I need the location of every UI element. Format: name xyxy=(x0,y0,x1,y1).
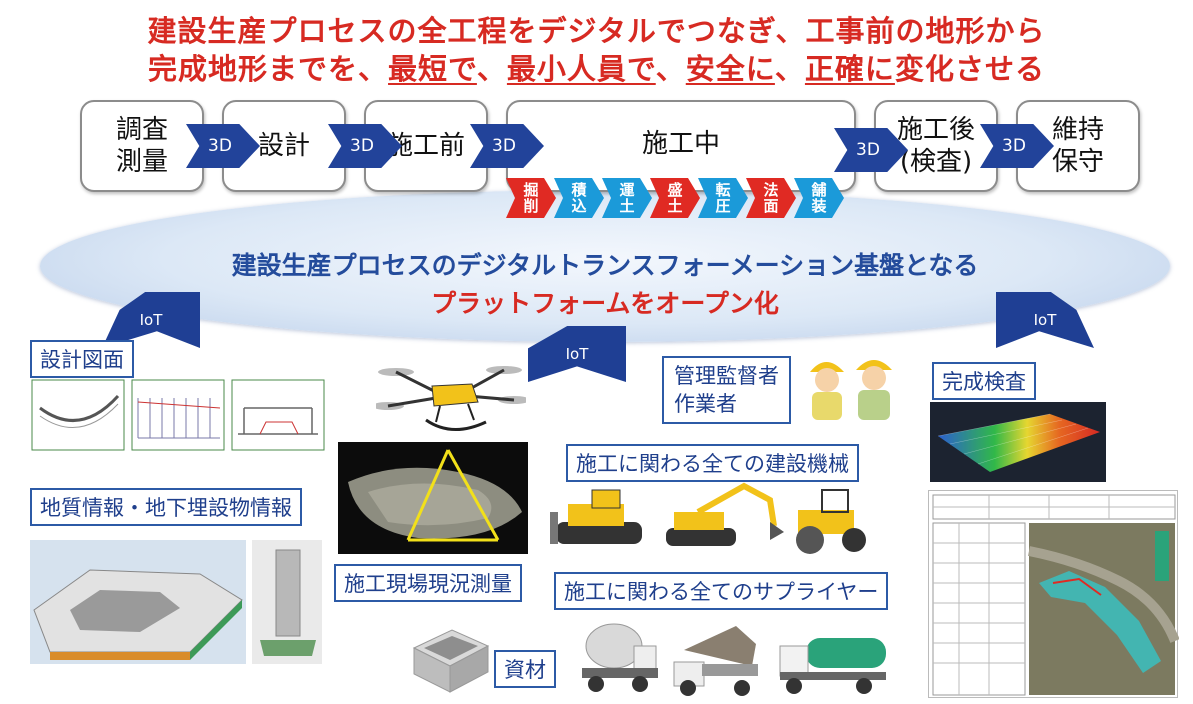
label-site-survey: 施工現場現況測量 xyxy=(334,564,522,602)
label-completion-inspection: 完成検査 xyxy=(932,362,1036,400)
precast-block-image xyxy=(410,618,490,694)
headline-line-1: 建設生産プロセスの全工程をデジタルでつなぎ、工事前の地形から xyxy=(147,14,1046,48)
inspection-report-graphic xyxy=(932,494,1180,696)
trucks-graphic xyxy=(582,623,886,696)
construction-task-row: 掘 削 積 込 運 土 盛 土 転 圧 法 面 舗 装 xyxy=(506,178,866,220)
design-drawing-images xyxy=(30,378,328,452)
stage-survey: 調査 測量 xyxy=(80,100,204,192)
task-compaction: 転 圧 xyxy=(698,178,748,218)
geology-3d-model-graphic xyxy=(30,540,322,664)
workers-graphic xyxy=(810,360,892,420)
trucks-images xyxy=(574,616,892,698)
precast-block-graphic xyxy=(412,629,490,693)
completion-heatmap-image xyxy=(930,402,1106,482)
label-design-drawing: 設計図面 xyxy=(30,340,134,378)
label-materials: 資材 xyxy=(494,650,556,688)
task-slope: 法 面 xyxy=(746,178,796,218)
geology-3d-model-image xyxy=(30,540,322,664)
task-loading: 積 込 xyxy=(554,178,604,218)
design-drawing-sketches xyxy=(31,379,325,451)
label-geology: 地質情報・地下埋設物情報 xyxy=(30,488,302,526)
workers-image xyxy=(804,348,900,422)
task-embankment: 盛 土 xyxy=(650,178,700,218)
platform-line-2: プラットフォームをオープン化 xyxy=(431,289,779,318)
platform-line-1: 建設生産プロセスのデジタルトランスフォーメーション基盤となる xyxy=(231,251,979,280)
label-managers: 管理監督者 作業者 xyxy=(662,356,791,424)
label-suppliers: 施工に関わる全てのサプライヤー xyxy=(554,572,889,610)
headline-line-2: 完成地形までを、最短で、最小人員で、安全に、正確に変化させる xyxy=(148,52,1045,86)
task-hauling: 運 土 xyxy=(602,178,652,218)
label-machinery: 施工に関わる全ての建設機械 xyxy=(566,444,859,482)
point-cloud-graphic xyxy=(348,449,522,542)
machinery-images xyxy=(548,482,880,556)
site-survey-point-cloud-image xyxy=(338,442,528,554)
drone-graphic xyxy=(372,366,530,432)
task-paving: 舗 装 xyxy=(794,178,844,218)
task-excavation: 掘 削 xyxy=(506,178,556,218)
drone-image xyxy=(372,358,530,444)
completion-heatmap-graphic xyxy=(937,413,1100,472)
inspection-report-image xyxy=(928,490,1180,698)
machinery-graphic xyxy=(550,482,866,554)
